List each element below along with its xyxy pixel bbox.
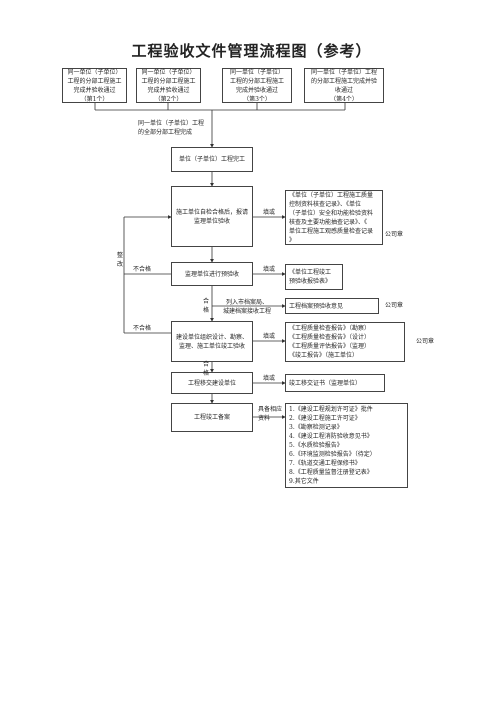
- fail-label-2: 不合格: [133, 325, 152, 332]
- merge-label: 同一单位（子单位）工程的全部分部工程完成: [138, 120, 205, 136]
- step-final-acceptance: 建设单位组织设计、勘察、监理、施工单位竣工验收: [171, 321, 253, 362]
- step-filing: 工程竣工备案: [171, 403, 253, 432]
- doc-acceptance-reports: 《工程质量检查报告》（勘察）《工程质量检查报告》（设计） 《工程质量评估报告》（…: [285, 322, 405, 362]
- pass-label-1: 合格: [203, 298, 210, 314]
- company-seal-label-3: 公司章: [416, 338, 435, 345]
- doc-quality-records: 《单位（子单位）工程施工质量控制资料核查记录》、《单位 （子单位）安全和功能检验…: [285, 190, 383, 245]
- subsection-box-3: 同一单位（子单位）工程的分部工程施工完成并验收通过（第3个）: [222, 68, 292, 103]
- archive-note-label: 列入市档案局、城建档案接收工程: [223, 299, 272, 315]
- doc-archive-opinion: 工程档案预验收意见: [285, 298, 379, 314]
- subsection-box-2: 同一单位（子单位）工程的分部工程施工完成并验收通过（第2个）: [136, 68, 201, 103]
- fill-in-label-1: 填或: [263, 209, 276, 216]
- step-pre-acceptance: 监理单位进行预验收: [171, 262, 253, 286]
- doc-handover-cert: 竣工移交证书（监理单位）: [285, 374, 385, 392]
- company-seal-label-2: 公司章: [385, 302, 404, 309]
- fail-label-1: 不合格: [133, 266, 152, 273]
- prepare-docs-label: 具备相应资料: [258, 406, 283, 422]
- fill-in-label-4: 填或: [263, 375, 276, 382]
- company-seal-label-1: 公司章: [385, 231, 404, 238]
- subsection-box-1: 同一单位（子单位）工程的分部工程施工完成并验收通过（第1个）: [62, 68, 127, 103]
- page-title: 工程验收文件管理流程图（参考）: [131, 42, 372, 60]
- step-completed: 单位（子单位）工程完工: [171, 147, 253, 172]
- rectify-label: 整改: [117, 252, 124, 268]
- fill-in-label-3: 填或: [263, 333, 276, 340]
- subsection-box-4: 同一单位（子单位）工程的分部工程施工完成并验收通过（第4个）: [304, 68, 384, 103]
- pass-label-2: 合格: [203, 361, 210, 377]
- step-self-check: 施工单位自检合格后，报请监理单位验收: [171, 186, 253, 247]
- fill-in-label-2: 填或: [263, 266, 276, 273]
- step-handover: 工程移交建设单位: [171, 372, 253, 394]
- doc-pre-acceptance-form: 《单位工程竣工预验收报验表》: [285, 264, 343, 290]
